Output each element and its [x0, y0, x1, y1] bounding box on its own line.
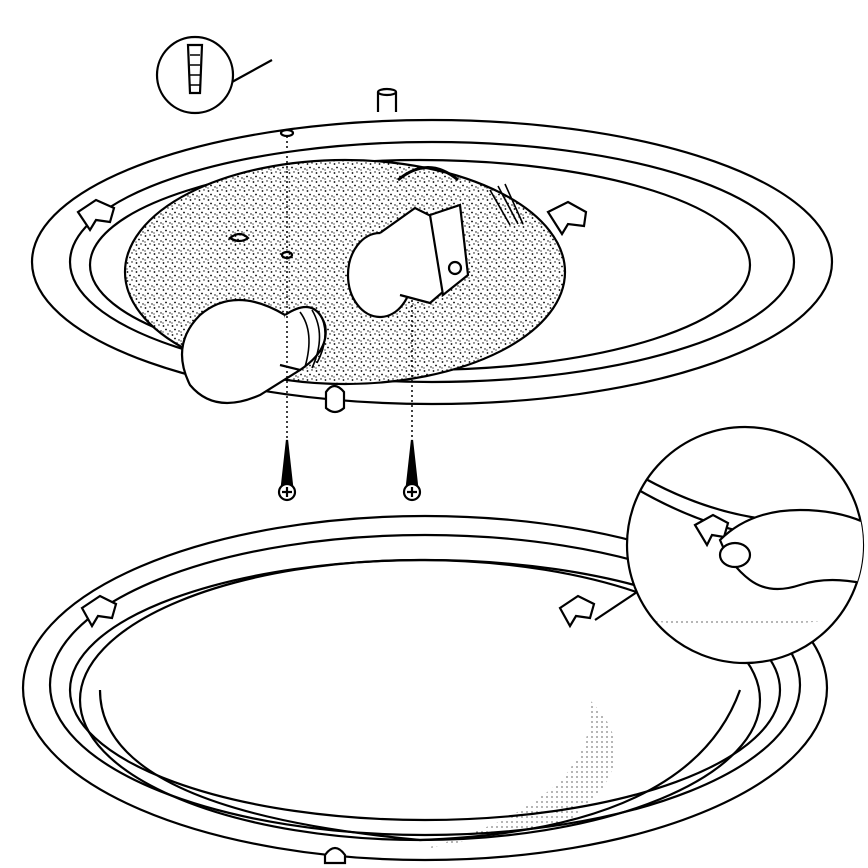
clip-left: [80, 594, 118, 629]
clip-bottom: [324, 384, 346, 414]
mounting-screw: [402, 439, 422, 502]
clip-bottom: [323, 846, 347, 865]
mounting-screw: [277, 439, 297, 502]
wall-plug-detail: [155, 35, 273, 115]
lamp-socket: [346, 166, 524, 319]
guide-lines: [286, 136, 413, 440]
light-bulb: [180, 298, 327, 405]
clip-left: [76, 198, 116, 233]
clip-right: [546, 200, 588, 237]
glass-shade: [21, 514, 829, 865]
clip-detail: [594, 425, 865, 665]
clip-right: [558, 594, 596, 629]
